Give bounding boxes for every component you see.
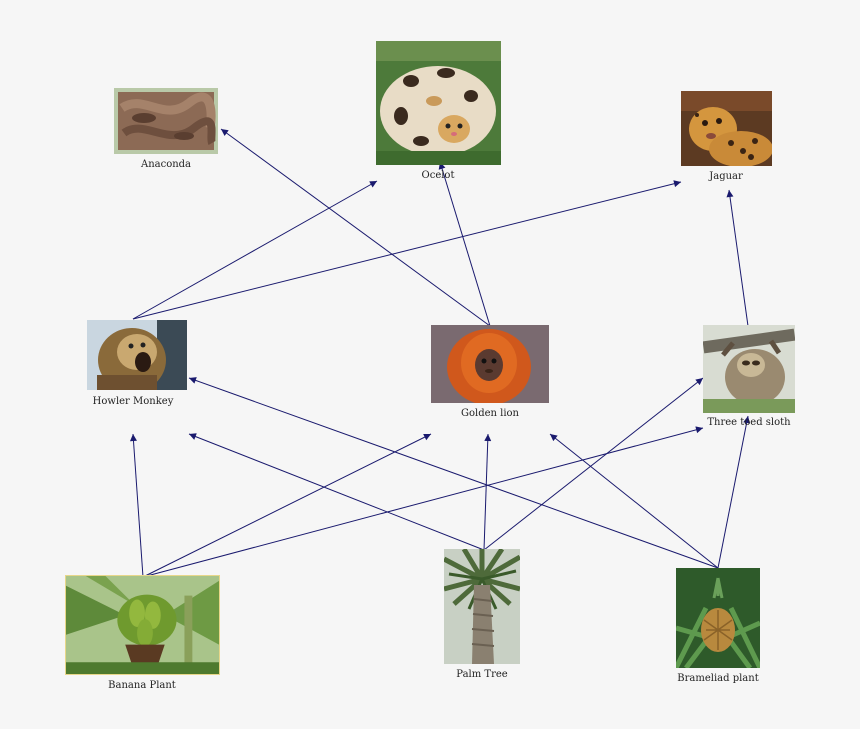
three-toed-sloth-label: Three toed sloth (707, 417, 791, 428)
brameliad-plant-label: Brameliad plant (677, 673, 759, 684)
arrow-palm-to-golden (483, 433, 492, 551)
arrow-banana-to-golden (142, 433, 432, 578)
arrow-howler-to-jaguar (132, 180, 682, 320)
palm-tree-label: Palm Tree (456, 669, 508, 680)
anaconda-image (114, 88, 218, 154)
arrow-bromeliad-to-howler (188, 377, 719, 569)
arrow-palm-to-sloth (483, 377, 704, 551)
palm-tree-image (444, 549, 520, 664)
ocelot-image (376, 41, 501, 165)
arrow-palm-to-howler (188, 433, 485, 551)
arrow-howler-to-ocelot (132, 180, 378, 320)
golden-lion-image (431, 325, 549, 403)
howler-monkey-label: Howler Monkey (92, 396, 174, 407)
arrow-banana-to-howler (129, 433, 144, 578)
arrow-golden-to-anaconda (220, 128, 491, 327)
jaguar-label: Jaguar (709, 171, 743, 182)
anaconda-label: Anaconda (140, 159, 192, 170)
golden-lion-label: Golden lion (460, 408, 519, 419)
howler-monkey-image (87, 320, 187, 390)
brameliad-plant-image (676, 568, 760, 668)
arrow-bromeliad-to-golden (549, 433, 719, 569)
banana-plant-label: Banana Plant (108, 680, 176, 691)
arrow-bromeliad-to-sloth (717, 415, 751, 569)
banana-plant-image (65, 575, 220, 675)
arrow-sloth-to-jaguar (726, 189, 749, 327)
arrow-golden-to-ocelot (438, 161, 491, 327)
ocelot-label: Ocelot (421, 170, 455, 181)
three-toed-sloth-image (703, 325, 795, 413)
jaguar-image (681, 91, 772, 166)
arrow-banana-to-sloth (142, 426, 704, 578)
